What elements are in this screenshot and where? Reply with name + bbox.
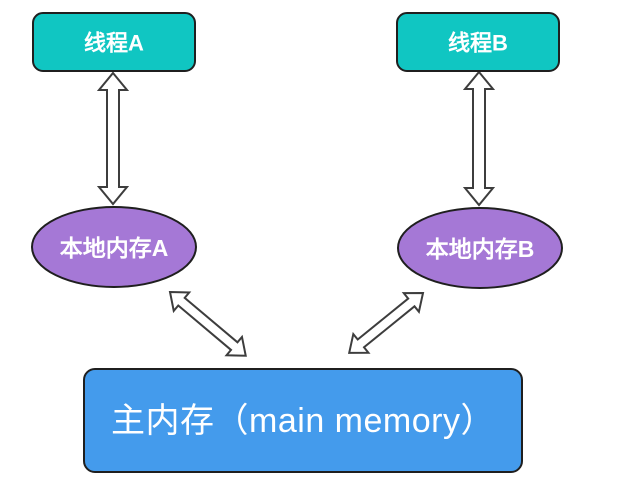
thread-b-node: 线程B [396,12,560,72]
double-arrow-thread-b-local-b-icon [462,70,496,207]
thread-a-box [32,12,196,72]
thread-a-label: 线程A [84,31,144,56]
double-arrow-local-a-main-memory-icon [168,290,247,357]
local-memory-a-label: 本地内存A [60,235,169,261]
thread-b-box [396,12,560,72]
main-memory-label: 主内存（main memory） [111,402,495,440]
local-memory-b-node: 本地内存B [397,207,563,289]
local-memory-b-label: 本地内存B [426,236,535,262]
thread-a-node: 线程A [32,12,196,72]
double-arrow-thread-a-local-a-icon [96,71,130,206]
local-memory-a-node: 本地内存A [31,206,197,288]
main-memory-node: 主内存（main memory） [83,368,523,473]
thread-b-label: 线程B [448,31,508,56]
local-memory-a-ellipse [31,206,197,288]
local-memory-b-ellipse [397,207,563,289]
main-memory-box [83,368,523,473]
double-arrow-local-b-main-memory-icon [347,291,425,354]
